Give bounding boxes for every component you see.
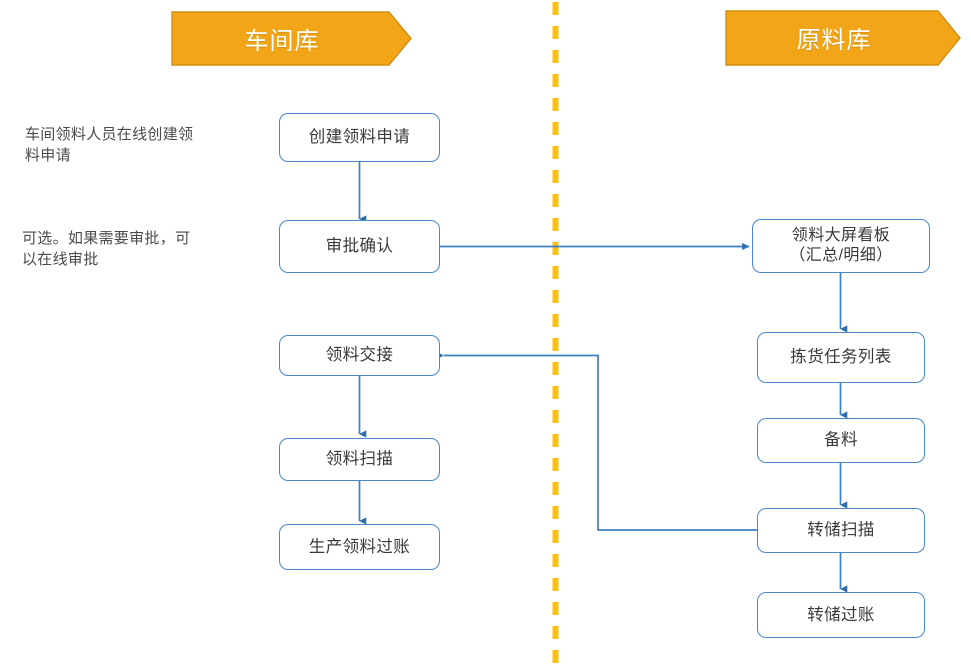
lane-banner-material-label: 原料库 <box>796 27 872 54</box>
note-create-request: 车间领料人员在线创建领 料申请 <box>25 126 194 165</box>
lane-banner-material[interactable]: 原料库 <box>725 10 961 65</box>
node-transfer-posting[interactable]: 转储过账 <box>757 592 925 638</box>
node-prepare-material[interactable]: 备料 <box>757 418 925 463</box>
node-dashboard[interactable]: 领料大屏看板 （汇总/明细） <box>752 219 930 273</box>
edge-transferscan-to-handover <box>436 351 757 531</box>
banner-shape-workshop <box>171 11 412 66</box>
note-approve-confirm: 可选。如果需要审批，可 以在线审批 <box>22 230 191 269</box>
banner-shape-material <box>725 10 961 66</box>
node-pick-task-list[interactable]: 拣货任务列表 <box>757 332 925 383</box>
node-transfer-scan[interactable]: 转储扫描 <box>757 508 925 553</box>
node-material-scan[interactable]: 领料扫描 <box>279 438 440 481</box>
node-create-request[interactable]: 创建领料申请 <box>279 113 440 162</box>
lane-banner-workshop-label: 车间库 <box>244 27 320 55</box>
node-material-handover[interactable]: 领料交接 <box>279 335 440 376</box>
node-production-posting[interactable]: 生产领料过账 <box>279 524 440 570</box>
node-approve-confirm[interactable]: 审批确认 <box>279 220 440 273</box>
lane-banner-workshop[interactable]: 车间库 <box>171 11 411 65</box>
